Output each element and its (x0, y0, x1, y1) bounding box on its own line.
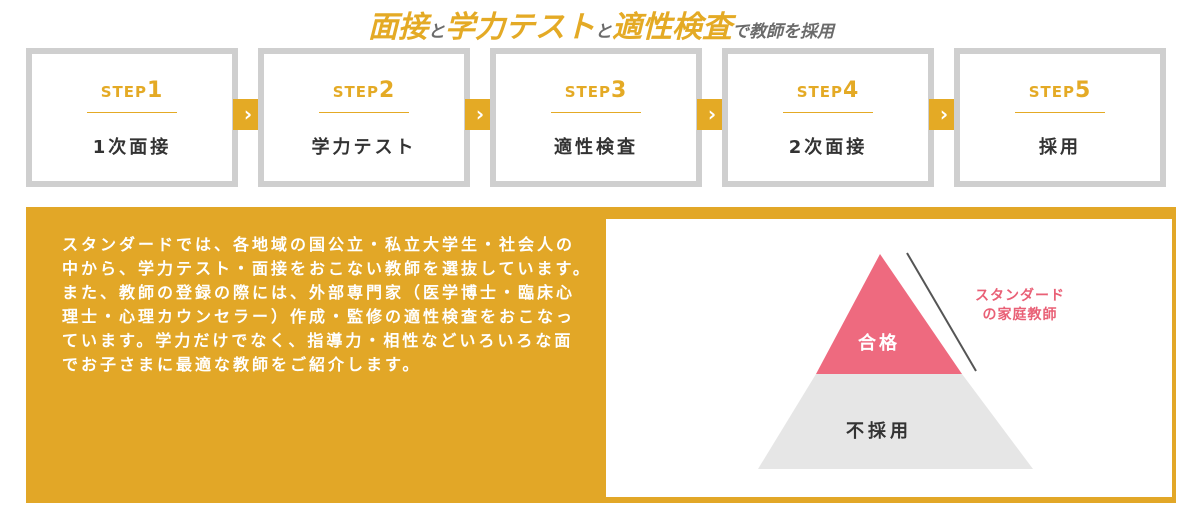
title-part-interview: 面接 (368, 10, 428, 45)
step-label: STEP2 (332, 78, 396, 103)
step-number: 1 (146, 78, 164, 103)
title-conj-2: と (595, 22, 612, 42)
step-box-1: STEP1 1次面接 (26, 48, 238, 187)
step-label: STEP3 (564, 78, 628, 103)
step-box-5: STEP5 採用 (954, 48, 1166, 187)
step-box-3: STEP3 適性検査 (490, 48, 702, 187)
description-text: スタンダードでは、各地域の国公立・私立大学生・社会人の中から、学力テスト・面接を… (62, 235, 592, 374)
title-part-aptitude: 適性検査 (612, 10, 732, 45)
step-number: 3 (610, 78, 628, 103)
pyramid-graphic (758, 252, 1033, 469)
step-underline (87, 112, 177, 113)
step-name: 学力テスト (311, 137, 417, 158)
step-name: 2次面接 (788, 137, 868, 158)
step-name: 1次面接 (92, 137, 172, 158)
step-label: STEP1 (100, 78, 164, 103)
pyramid-base-shape (758, 374, 1033, 469)
pyramid-top-shape (816, 254, 962, 374)
step-number: 2 (378, 78, 396, 103)
step-number: 4 (842, 78, 860, 103)
title-conj-1: と (428, 22, 445, 42)
step-underline (551, 112, 641, 113)
callout-line (906, 252, 977, 372)
step-name: 適性検査 (554, 137, 638, 158)
step-underline (1015, 112, 1105, 113)
step-name: 採用 (1039, 137, 1081, 158)
step-flow: STEP1 1次面接 › STEP2 学力テスト › STEP3 適性検査 › … (0, 0, 1202, 200)
pyramid-top-label: 合格 (858, 333, 900, 354)
pyramid-bottom-label: 不採用 (846, 421, 912, 442)
title-suffix: で教師を採用 (732, 22, 834, 42)
pyramid-figure: スタンダード の家庭教師 合格 不採用 (606, 219, 1172, 497)
step-label: STEP5 (1028, 78, 1092, 103)
step-underline (783, 112, 873, 113)
step-box-4: STEP4 2次面接 (722, 48, 934, 187)
step-underline (319, 112, 409, 113)
page-title: 面接と学力テストと適性検査で教師を採用 (0, 6, 1202, 54)
step-number: 5 (1074, 78, 1092, 103)
callout-label: スタンダード の家庭教師 (975, 288, 1065, 323)
title-part-test: 学力テスト (445, 10, 595, 45)
info-panel: スタンダードでは、各地域の国公立・私立大学生・社会人の中から、学力テスト・面接を… (26, 207, 1176, 503)
step-label: STEP4 (796, 78, 860, 103)
step-box-2: STEP2 学力テスト (258, 48, 470, 187)
